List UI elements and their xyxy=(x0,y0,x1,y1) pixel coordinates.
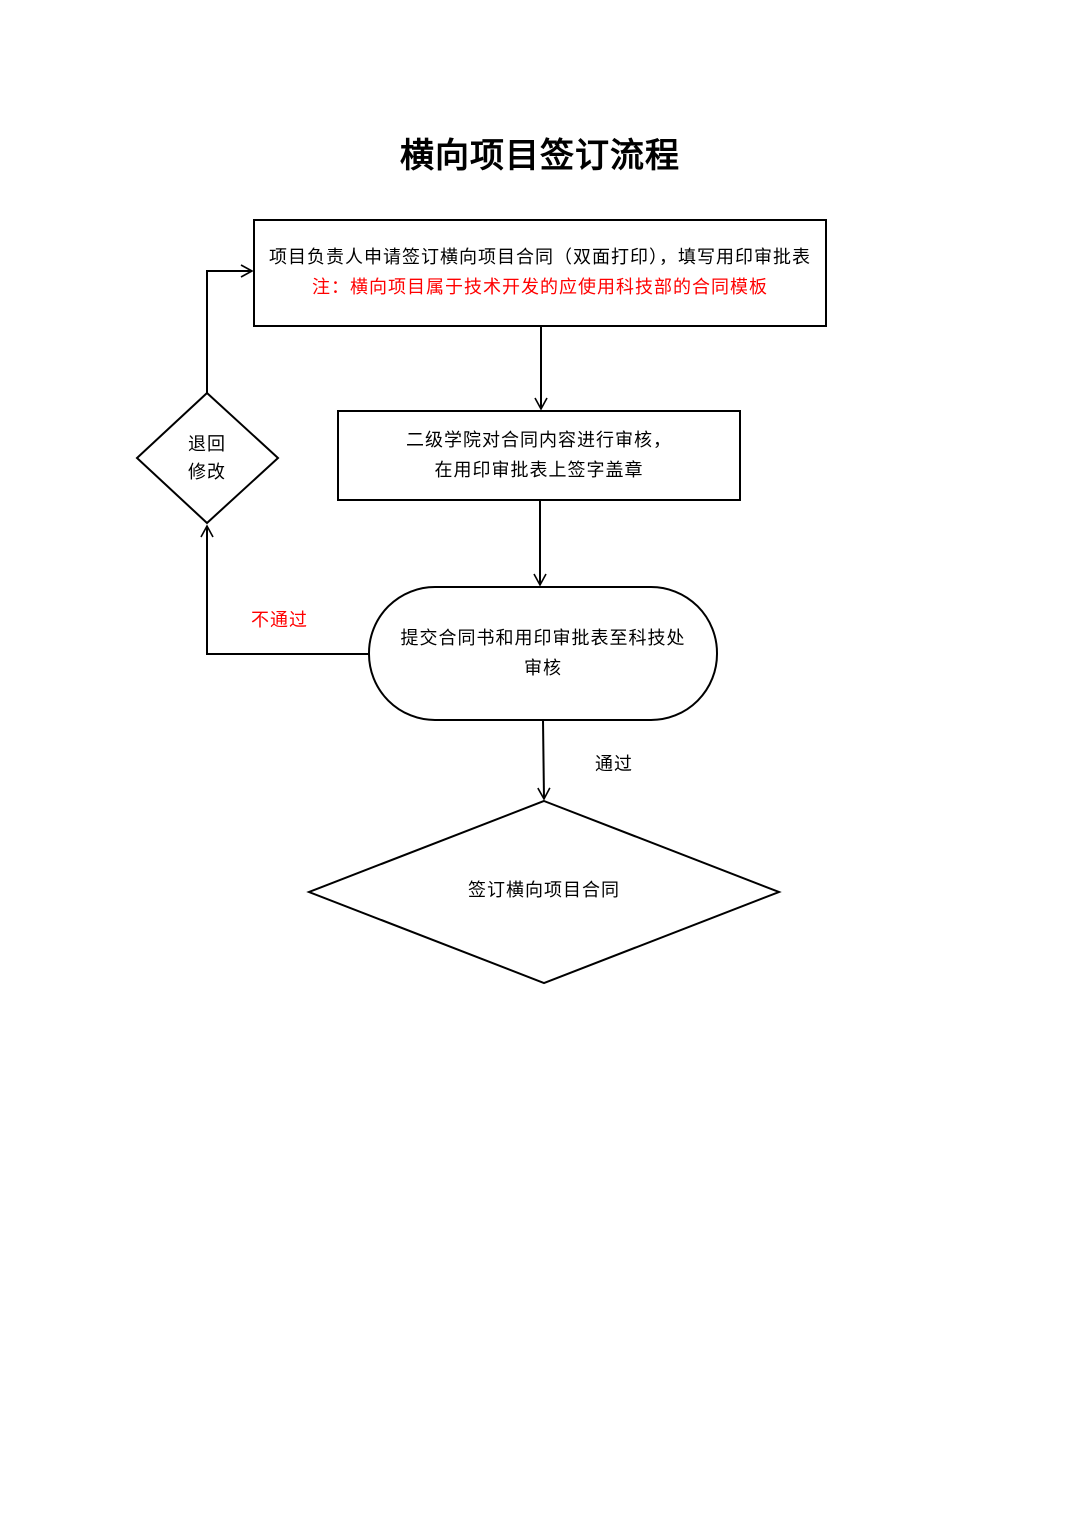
step-apply-text: 项目负责人申请签订横向项目合同（双面打印），填写用印审批表 注：横向项目属于技术… xyxy=(254,243,826,303)
edge-label-fail: 不通过 xyxy=(251,610,308,631)
decision-return-edit xyxy=(135,391,280,525)
step-submit-line1: 提交合同书和用印审批表至科技处 xyxy=(400,628,686,649)
final-sign-label: 签订横向项目合同 xyxy=(468,880,620,901)
final-sign-diamond xyxy=(306,799,782,985)
step-apply-line: 项目负责人申请签订横向项目合同（双面打印），填写用印审批表 xyxy=(269,247,811,268)
step-college-review-box xyxy=(337,410,741,501)
step-college-review-text: 二级学院对合同内容进行审核， 在用印审批表上签字盖章 xyxy=(338,426,740,486)
arrow-submit-to-sign xyxy=(537,719,551,801)
arrow-submit-to-return xyxy=(200,524,369,655)
return-edit-line1: 退回 xyxy=(188,434,226,455)
step-college-review-line2: 在用印审批表上签字盖章 xyxy=(434,460,644,481)
step-apply-box xyxy=(253,219,827,327)
step-college-review-line1: 二级学院对合同内容进行审核， xyxy=(406,430,672,451)
final-sign-text: 签订横向项目合同 xyxy=(409,876,679,906)
arrow-return-to-apply xyxy=(206,264,254,393)
page-title: 横向项目签订流程 xyxy=(400,136,680,176)
step-submit-text: 提交合同书和用印审批表至科技处 审核 xyxy=(369,624,717,684)
edge-label-pass: 通过 xyxy=(595,754,633,775)
decision-return-edit-text: 退回 修改 xyxy=(157,431,257,487)
step-submit-line2: 审核 xyxy=(524,658,562,679)
return-edit-line2: 修改 xyxy=(188,462,226,483)
step-apply-note: 注：横向项目属于技术开发的应使用科技部的合同模板 xyxy=(312,277,768,298)
